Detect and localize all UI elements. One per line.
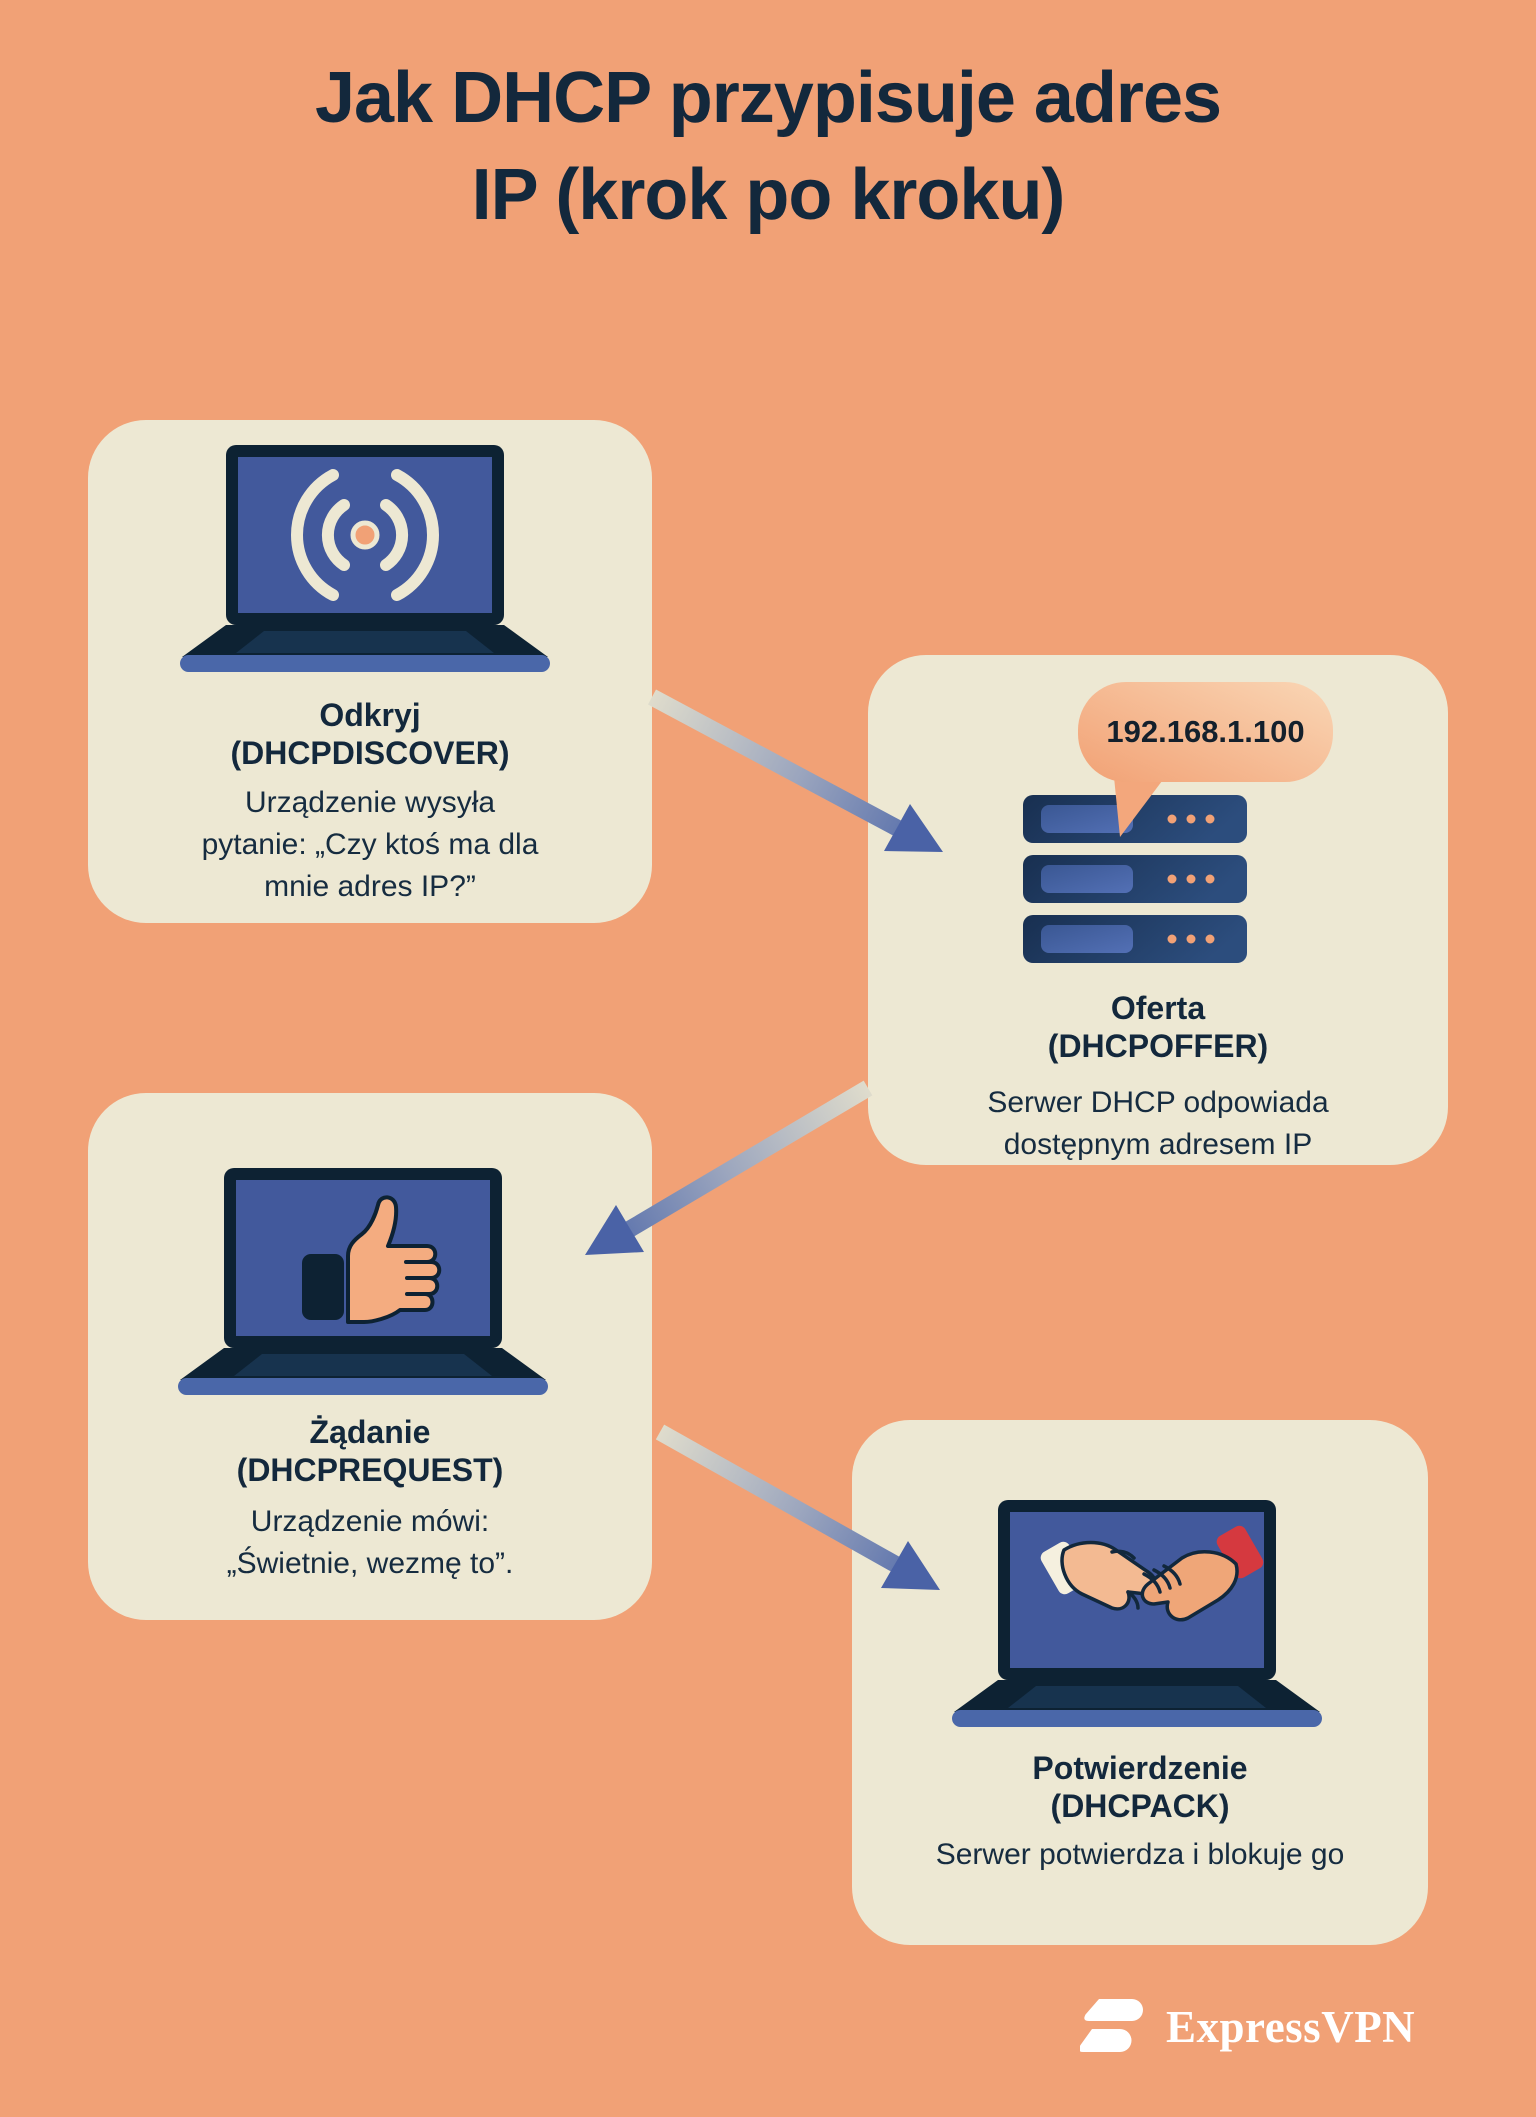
laptop-thumbs-up-icon <box>178 1168 548 1395</box>
laptop-wifi-icon <box>180 445 550 672</box>
brand-name: ExpressVPN <box>1166 2002 1416 2052</box>
step-title-block: Żądanie (DHCPREQUEST) <box>88 1413 652 1489</box>
wifi-signal-icon <box>291 469 439 601</box>
laptop-handshake-icon <box>952 1500 1322 1727</box>
step-protocol: (DHCPOFFER) <box>1047 1028 1269 1064</box>
step-description: Serwer DHCP odpowiada dostępnym adresem … <box>987 1086 1329 1161</box>
server-row <box>1023 915 1247 963</box>
step-title-block: Potwierdzenie (DHCPACK) <box>852 1749 1428 1825</box>
server-row <box>1023 855 1247 903</box>
step-protocol: (DHCPREQUEST) <box>236 1452 504 1488</box>
step-heading: Odkryj <box>319 697 421 733</box>
ip-speech-bubble: 192.168.1.100 <box>1078 682 1333 782</box>
thumbs-up-icon <box>302 1195 442 1324</box>
dhcp-server-icon <box>1023 795 1247 963</box>
offered-ip-address: 192.168.1.100 <box>1106 714 1305 749</box>
handshake-icon <box>1040 1525 1264 1622</box>
step-heading: Żądanie <box>309 1414 431 1450</box>
step-description: Urządzenie wysyła pytanie: „Czy ktoś ma … <box>201 786 539 903</box>
speech-bubble-tail <box>1114 777 1162 837</box>
step-title-block: Oferta (DHCPOFFER) <box>868 989 1448 1065</box>
step-description: Serwer potwierdza i blokuje go <box>935 1838 1345 1871</box>
step-protocol: (DHCPDISCOVER) <box>230 735 510 771</box>
page-title: Jak DHCP przypisuje adres IP (krok po kr… <box>314 58 1222 235</box>
step-protocol: (DHCPACK) <box>1050 1788 1230 1824</box>
step-title-block: Odkryj (DHCPDISCOVER) <box>88 696 652 772</box>
expressvpn-logo-icon <box>1080 1999 1143 2052</box>
step-description: Urządzenie mówi: „Świetnie, wezmę to”. <box>226 1505 514 1580</box>
step-heading: Oferta <box>1110 990 1206 1026</box>
brand-footer: ExpressVPN <box>1080 1994 1415 2060</box>
step-heading: Potwierdzenie <box>1032 1750 1248 1786</box>
server-row <box>1023 795 1247 843</box>
